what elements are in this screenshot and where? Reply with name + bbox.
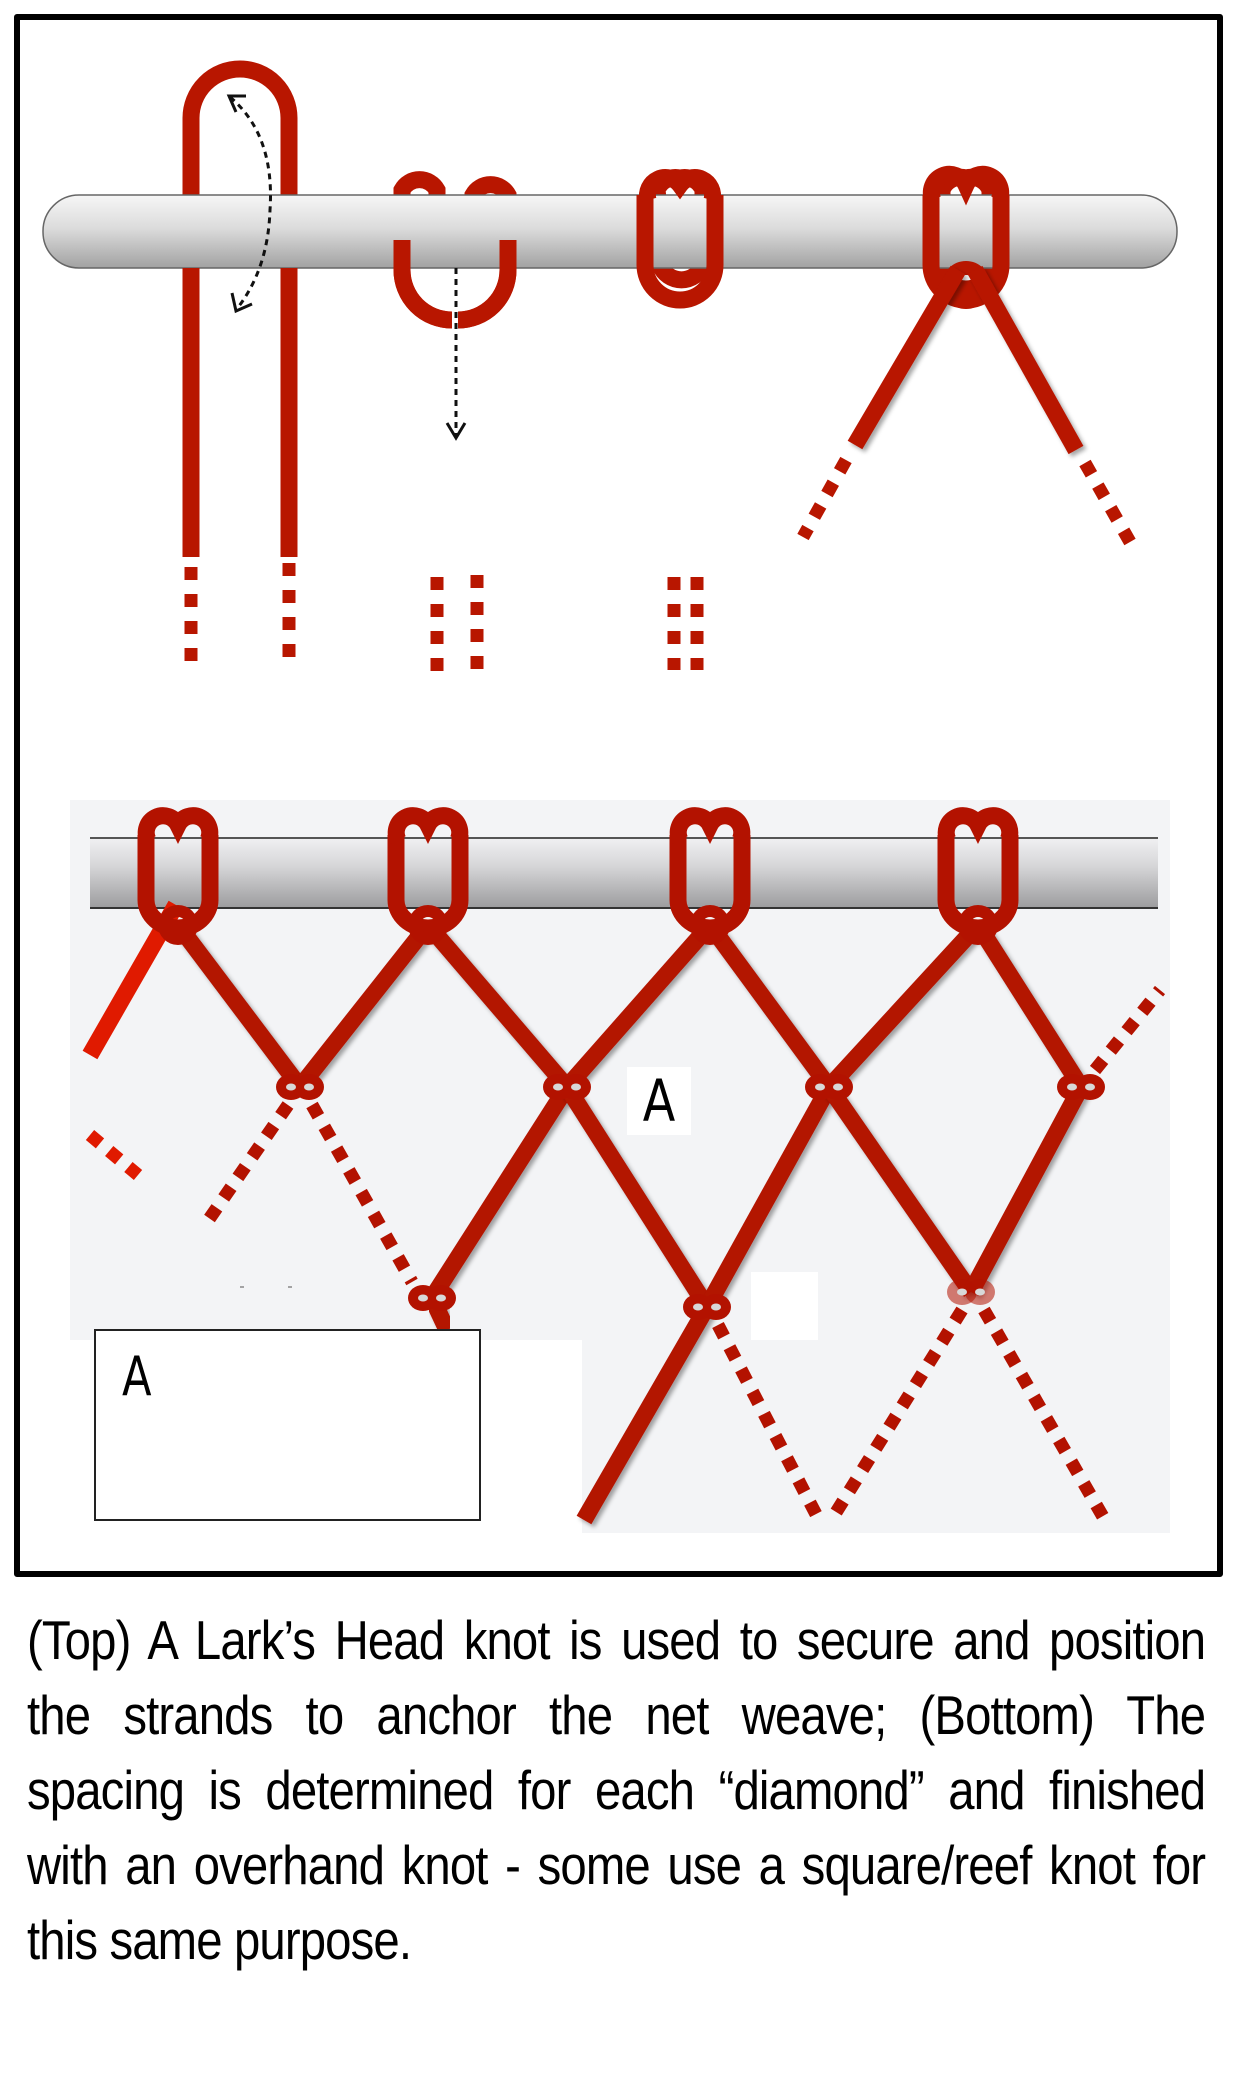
overhand-knot <box>683 1294 731 1320</box>
overhand-knot <box>947 1279 995 1305</box>
lark-head-loop <box>669 807 751 945</box>
overhand-knot <box>805 1074 853 1100</box>
overhand-knot-inset: A <box>94 1329 481 1521</box>
arrowhead-icon <box>445 422 467 441</box>
cord-strand <box>822 919 985 1093</box>
cord-strand <box>424 1082 575 1303</box>
dashed-continuation <box>1079 459 1136 546</box>
net-label-a: A <box>627 1067 691 1135</box>
overhand-knot <box>276 1074 324 1100</box>
cord-loop <box>182 60 298 557</box>
cord-strand <box>970 920 1089 1092</box>
cord-strand <box>963 1082 1089 1297</box>
cord-strand <box>560 919 717 1093</box>
cord-dashed-continuation <box>85 1130 143 1180</box>
cord-dashed-continuation <box>306 1101 418 1286</box>
net-strands <box>82 900 1089 1525</box>
cord-strand <box>703 919 836 1093</box>
step-1-strands <box>182 94 298 665</box>
cord-dashed-continuation <box>824 1306 968 1526</box>
step-2-strands <box>393 240 517 672</box>
lark-head-loop <box>387 807 469 945</box>
cord-strand <box>171 919 307 1093</box>
lark-head-loop <box>937 807 1019 945</box>
bottom-bar <box>90 838 1158 908</box>
step-1-fold-over-bar <box>182 60 298 557</box>
dashed-continuation <box>797 456 852 541</box>
white-patch <box>751 1272 818 1340</box>
overhand-knots <box>276 1074 1105 1320</box>
cord-dashed-continuation <box>978 1306 1112 1526</box>
net-dashed-strands <box>85 985 1166 1526</box>
figure-caption: (Top) A Lark’s Head knot is used to secu… <box>27 1609 1206 1971</box>
cord-strand <box>699 1082 837 1312</box>
arrowhead-icon <box>226 94 246 113</box>
cord-strand <box>576 1302 715 1525</box>
cord-strand <box>559 1082 715 1312</box>
inset-label-a: A <box>122 1345 152 1408</box>
anchor-loops <box>137 807 1019 945</box>
cord-strand <box>822 1082 978 1297</box>
overhand-knot <box>1057 1074 1105 1100</box>
curved-arrow-icon <box>229 95 272 311</box>
cord-strand <box>421 919 574 1093</box>
cord-dashed-continuation <box>712 1322 826 1525</box>
lark-head-loop <box>137 807 219 945</box>
top-bar <box>42 194 1178 269</box>
top-panel <box>42 60 1178 672</box>
step-4-strands <box>797 165 1136 546</box>
cord-dashed-continuation <box>1089 985 1166 1075</box>
cord-strand <box>293 919 435 1093</box>
overhand-knot <box>543 1074 591 1100</box>
step-3-strands <box>636 169 724 670</box>
bottom-panel <box>70 800 1170 1533</box>
arrowhead-icon <box>230 292 253 314</box>
overhand-knot <box>408 1285 456 1311</box>
